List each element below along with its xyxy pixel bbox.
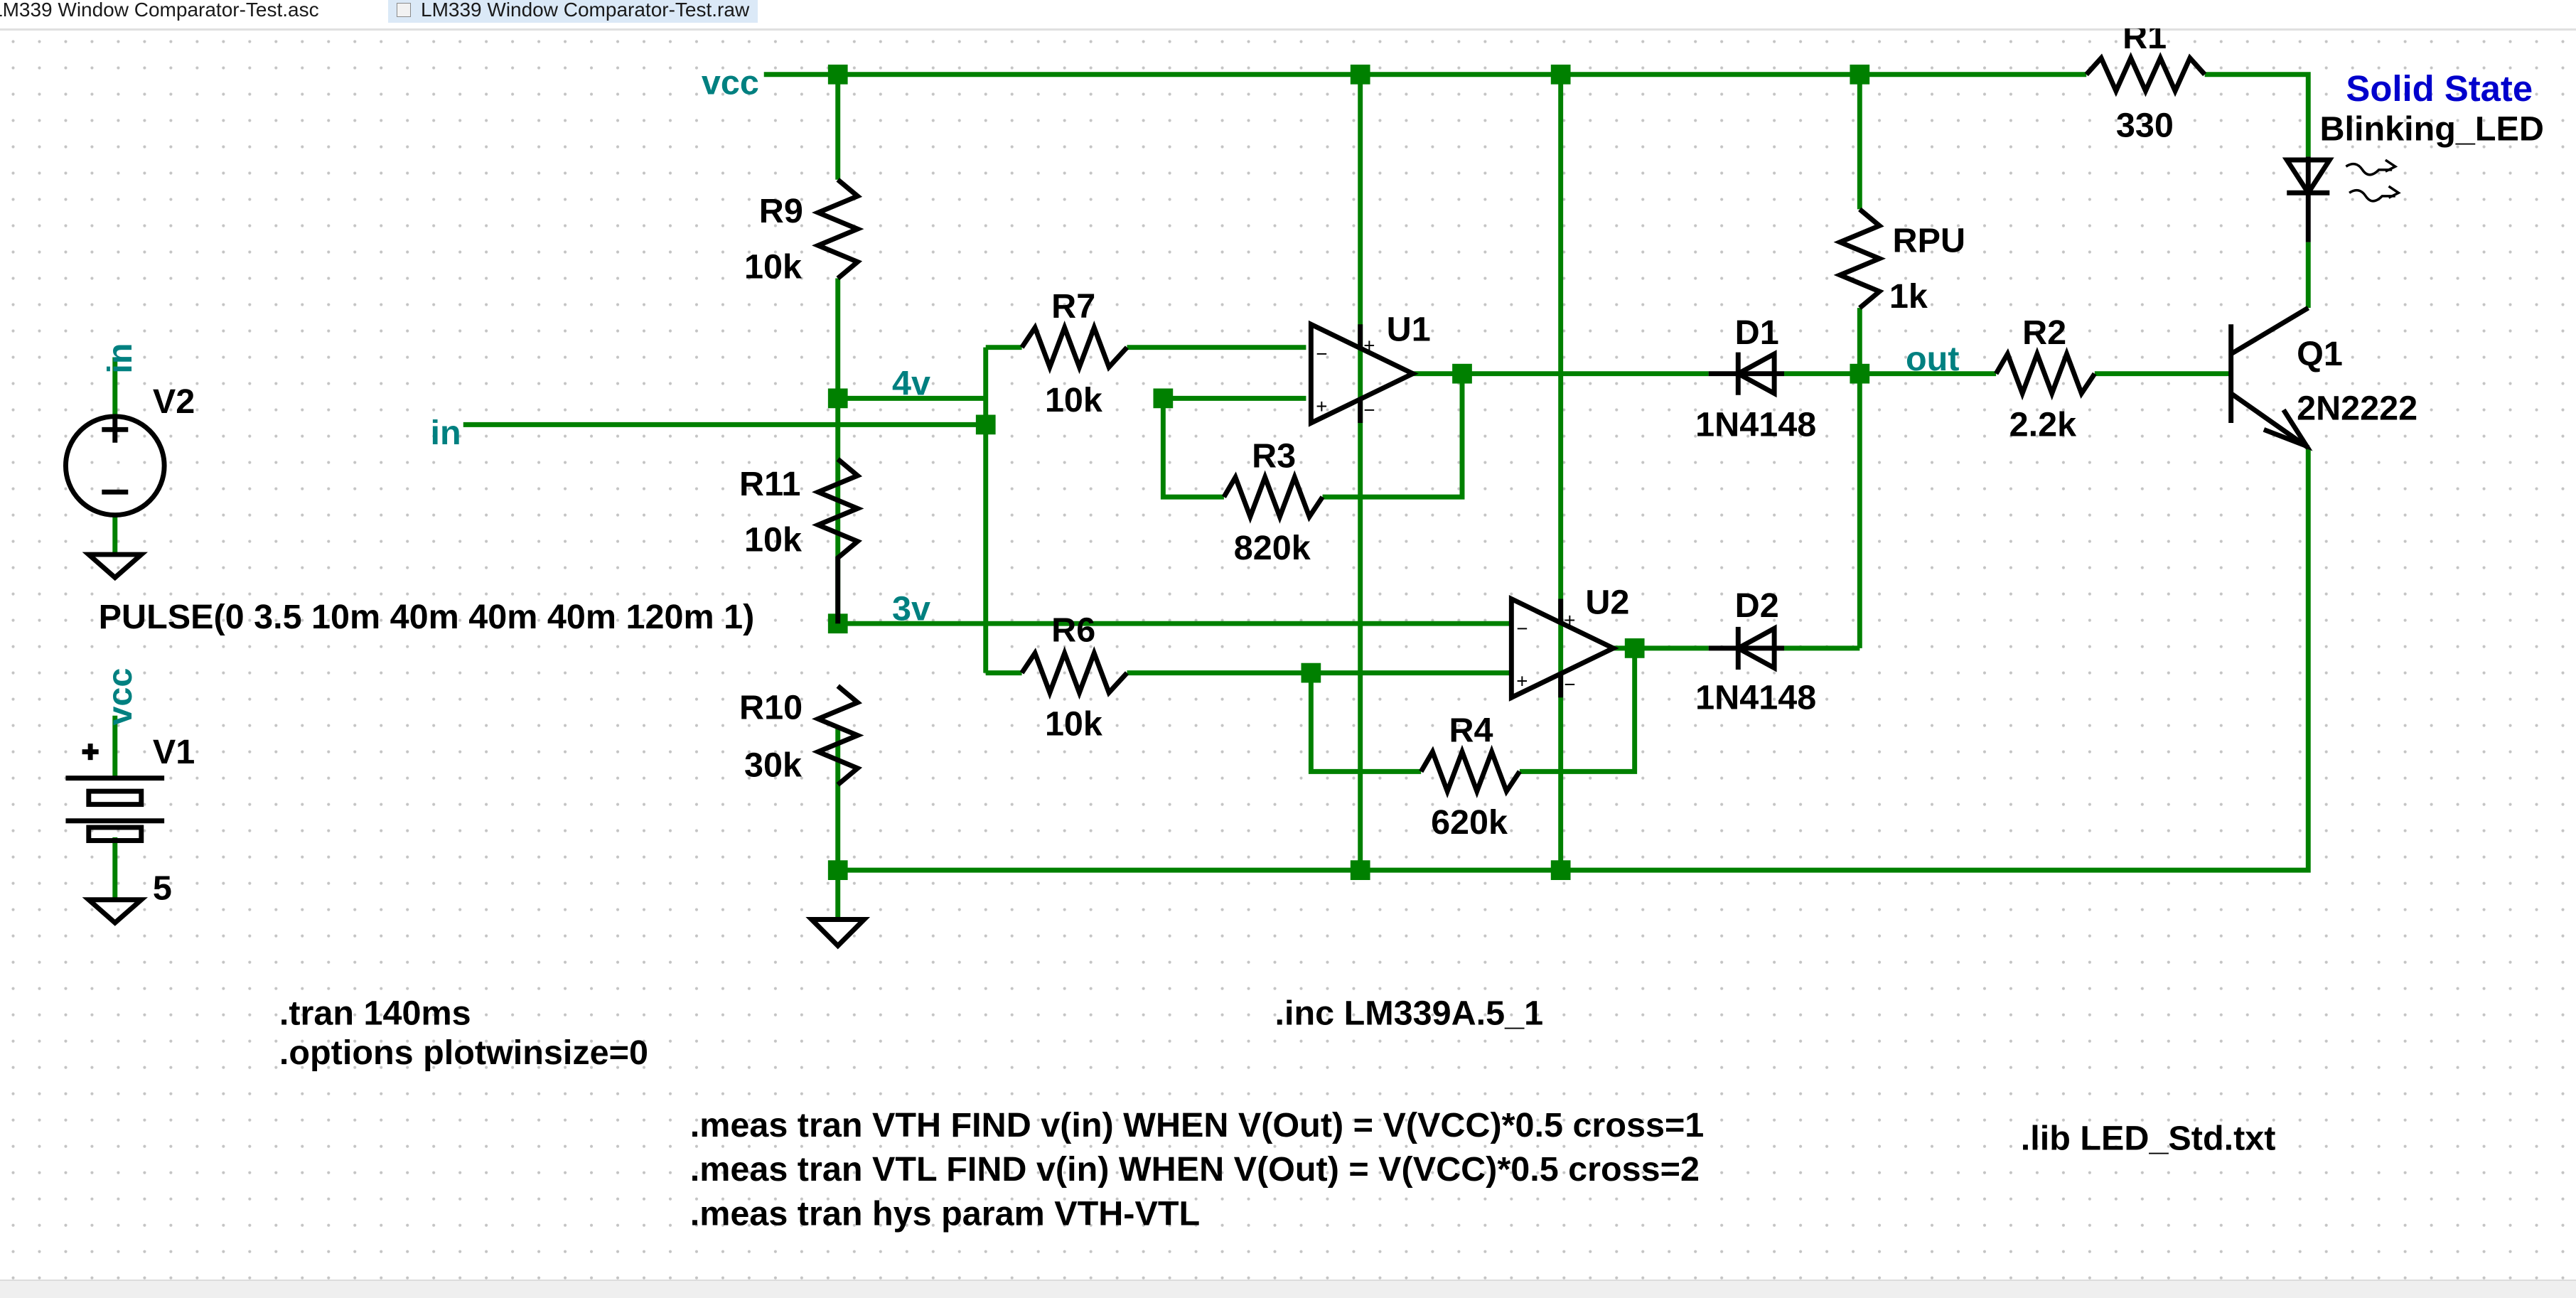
resistor-rpu[interactable] [1833,207,1887,310]
resistor-r1[interactable] [2084,52,2207,97]
light-emission-icon [2345,159,2401,203]
opamp-u2[interactable]: − + + − [1508,594,1619,702]
document-tab-bar: LM339 Window Comparator-Test.asc LM339 W… [0,0,2576,31]
r1-name: R1 [2122,28,2167,56]
resistor-r10[interactable] [811,684,864,787]
q1-value: 2N2222 [2297,389,2417,427]
tab-asc[interactable]: LM339 Window Comparator-Test.asc [0,0,319,23]
u2-vplus-pin: + [1564,609,1575,631]
tab-raw-label: LM339 Window Comparator-Test.raw [421,0,750,21]
d1-value: 1N4148 [1695,406,1816,444]
ground-symbol-v2 [82,552,148,581]
directive-meas-hys[interactable]: .meas tran hys param VTH-VTL [690,1195,1200,1233]
u2-minus-pin: − [1516,617,1528,639]
resistor-r2[interactable] [1994,347,2097,401]
led-model: Blinking_LED [2319,109,2543,148]
resistor-r7[interactable] [1019,321,1129,375]
tab-asc-label: LM339 Window Comparator-Test.asc [0,0,319,21]
r3-value: 820k [1234,529,1311,567]
u2-name: U2 [1585,583,1629,621]
u1-vminus-pin: − [1363,399,1375,421]
voltage-source-v2[interactable] [63,414,167,518]
d2-name: D2 [1735,586,1779,625]
net-label-3v[interactable]: 3v [892,590,930,628]
net-label-vcc[interactable]: vcc [702,63,759,102]
directive-meas-vth[interactable]: .meas tran VTH FIND v(in) WHEN V(Out) = … [690,1106,1705,1144]
v1-value: 5 [153,869,172,908]
battery-v1[interactable] [65,744,165,843]
resistor-r4[interactable] [1419,744,1522,798]
resistor-r11[interactable] [811,457,864,624]
r1-value: 330 [2116,107,2174,145]
net-label-in[interactable]: in [431,414,461,452]
r4-name: R4 [1449,712,1493,750]
grid-background [0,28,2576,1280]
resistor-r6[interactable] [1019,645,1129,700]
v1-name: V1 [153,733,195,771]
r7-name: R7 [1051,287,1095,326]
net-label-out[interactable]: out [1906,340,1959,378]
transistor-q1[interactable] [2228,306,2313,451]
diode-d1[interactable] [1708,350,1784,398]
directive-tran[interactable]: .tran 140ms [279,994,471,1033]
r7-value: 10k [1045,381,1103,419]
led-title: Solid State [2346,68,2533,109]
r6-name: R6 [1051,611,1095,650]
r9-value: 10k [744,248,803,286]
led-symbol[interactable] [2282,156,2334,242]
u1-vplus-pin: + [1363,335,1375,357]
r11-value: 10k [744,520,803,559]
r9-name: R9 [759,192,803,230]
rpu-value: 1k [1889,277,1928,316]
r2-value: 2.2k [2009,406,2077,444]
schematic-canvas[interactable]: − + + − − + + − [0,28,2576,1280]
u1-plus-pin: + [1316,395,1327,417]
net-label-vcc-v1[interactable]: vcc [101,668,139,726]
v2-value: PULSE(0 3.5 10m 40m 40m 40m 120m 1) [99,598,755,636]
tab-raw[interactable]: LM339 Window Comparator-Test.raw [388,0,758,23]
u1-minus-pin: − [1316,343,1327,365]
d2-value: 1N4148 [1695,678,1816,717]
wires [112,72,2311,920]
directive-lib[interactable]: .lib LED_Std.txt [2021,1119,2276,1157]
r2-name: R2 [2022,313,2066,352]
d1-name: D1 [1735,313,1779,352]
r11-name: R11 [739,465,800,503]
ground-symbol-main [805,917,871,950]
net-label-4v[interactable]: 4v [892,365,930,403]
resistor-r3[interactable] [1221,470,1325,524]
r10-name: R10 [739,688,803,726]
r3-name: R3 [1252,436,1296,475]
u2-vminus-pin: − [1564,673,1575,695]
r4-value: 620k [1431,803,1508,842]
status-bar [0,1280,2576,1298]
junctions [827,64,1870,881]
q1-name: Q1 [2297,335,2343,373]
directive-options[interactable]: .options plotwinsize=0 [279,1034,648,1072]
resistor-r9[interactable] [811,178,864,281]
u1-name: U1 [1387,310,1431,348]
r6-value: 10k [1045,704,1103,743]
directive-meas-vtl[interactable]: .meas tran VTL FIND v(in) WHEN V(Out) = … [690,1150,1700,1189]
v2-name: V2 [153,382,195,421]
u2-plus-pin: + [1516,670,1528,692]
opamp-u1[interactable]: − + + − [1308,320,1419,427]
directive-inc[interactable]: .inc LM339A.5_1 [1275,994,1544,1033]
r10-value: 30k [744,746,803,784]
waveform-file-icon [397,2,411,17]
net-label-in-v2[interactable]: in [101,343,139,374]
ground-symbol-v1 [82,897,148,926]
rpu-name: RPU [1893,222,1965,260]
diode-d2[interactable] [1708,624,1784,672]
